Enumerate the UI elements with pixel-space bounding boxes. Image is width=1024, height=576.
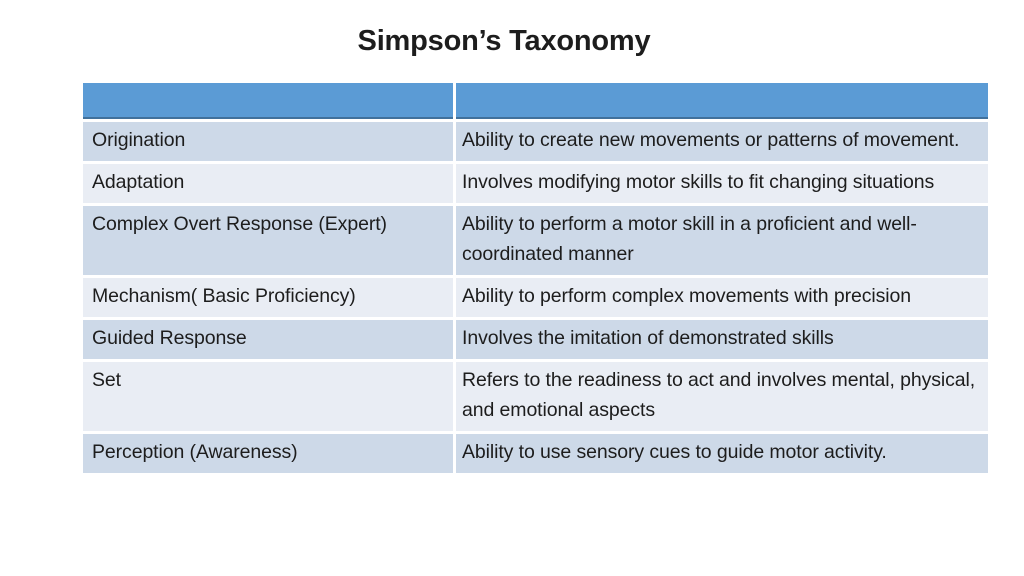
level-cell: Adaptation bbox=[83, 164, 453, 203]
description-cell: Involves the imitation of demonstrated s… bbox=[456, 320, 988, 359]
description-cell: Ability to create new movements or patte… bbox=[456, 122, 988, 161]
table-row: Mechanism( Basic Proficiency)Ability to … bbox=[83, 278, 988, 317]
level-cell: Perception (Awareness) bbox=[83, 434, 453, 473]
description-cell: Ability to perform a motor skill in a pr… bbox=[456, 206, 988, 275]
level-cell: Complex Overt Response (Expert) bbox=[83, 206, 453, 275]
description-cell: Refers to the readiness to act and invol… bbox=[456, 362, 988, 431]
description-cell: Ability to use sensory cues to guide mot… bbox=[456, 434, 988, 473]
level-cell: Origination bbox=[83, 122, 453, 161]
header-cell-level bbox=[83, 83, 453, 119]
level-cell: Guided Response bbox=[83, 320, 453, 359]
table-row: Complex Overt Response (Expert)Ability t… bbox=[83, 206, 988, 275]
description-cell: Ability to perform complex movements wit… bbox=[456, 278, 988, 317]
table-header-row bbox=[83, 83, 988, 119]
level-cell: Mechanism( Basic Proficiency) bbox=[83, 278, 453, 317]
table-row: Perception (Awareness)Ability to use sen… bbox=[83, 434, 988, 473]
level-cell: Set bbox=[83, 362, 453, 431]
header-cell-description bbox=[456, 83, 988, 119]
description-cell: Involves modifying motor skills to fit c… bbox=[456, 164, 988, 203]
slide-title: Simpson’s Taxonomy bbox=[357, 25, 651, 57]
